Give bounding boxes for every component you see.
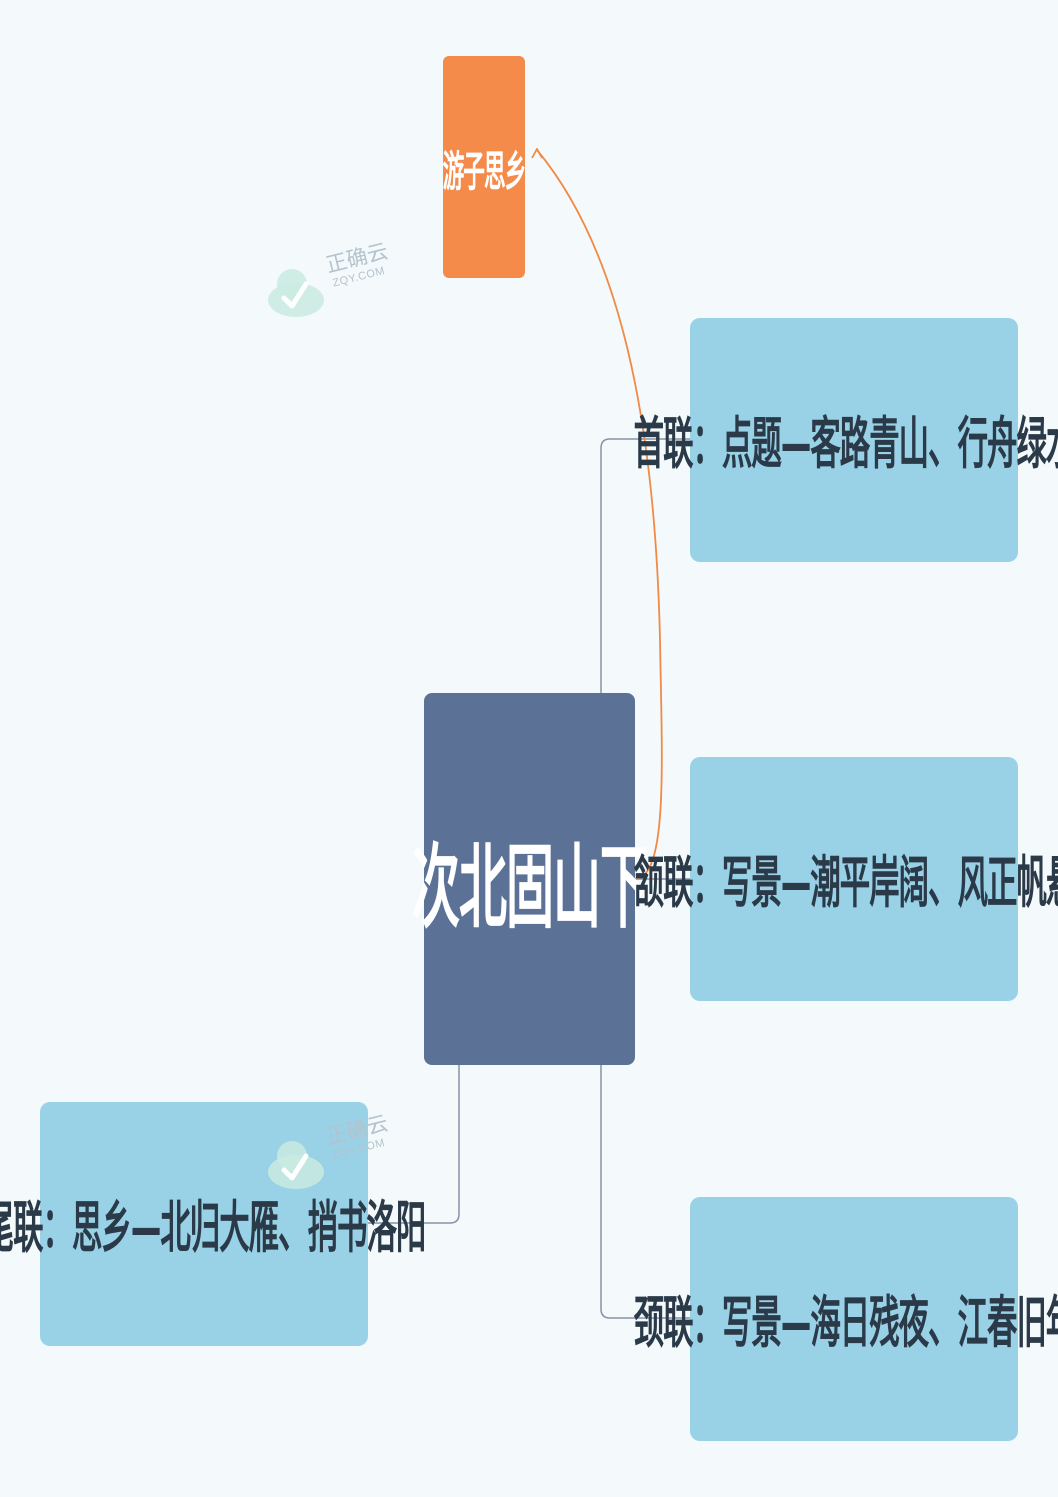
callout-node[interactable]: 游子思乡 bbox=[442, 56, 527, 278]
topic-node-4[interactable]: 尾联：思乡—北归大雁、捎书洛阳 bbox=[0, 1102, 426, 1346]
relation-arrow bbox=[537, 150, 663, 880]
central-topic[interactable]: 次北固山下 bbox=[412, 693, 648, 1065]
topic-node-3[interactable]: 颈联：写景—海日残夜、江春旧年 bbox=[633, 1197, 1058, 1441]
topic-node-1[interactable]: 首联：点题—客路青山、行舟绿水 bbox=[633, 318, 1058, 562]
topic-node-2[interactable]: 颔联：写景—潮平岸阔、风正帆悬 bbox=[633, 757, 1058, 1001]
topic-label: 尾联：思乡—北归大雁、捎书洛阳 bbox=[0, 1194, 426, 1261]
connector-lower-topic bbox=[600, 1065, 690, 1319]
central-topic-label: 次北固山下 bbox=[412, 835, 648, 942]
connector-top-topic bbox=[600, 438, 690, 693]
callout-label: 游子思乡 bbox=[442, 146, 527, 196]
topic-label: 首联：点题—客路青山、行舟绿水 bbox=[633, 410, 1058, 477]
topic-label: 颈联：写景—海日残夜、江春旧年 bbox=[633, 1289, 1058, 1356]
topic-label: 颔联：写景—潮平岸阔、风正帆悬 bbox=[633, 849, 1058, 916]
connector-left-topic bbox=[368, 1065, 460, 1224]
